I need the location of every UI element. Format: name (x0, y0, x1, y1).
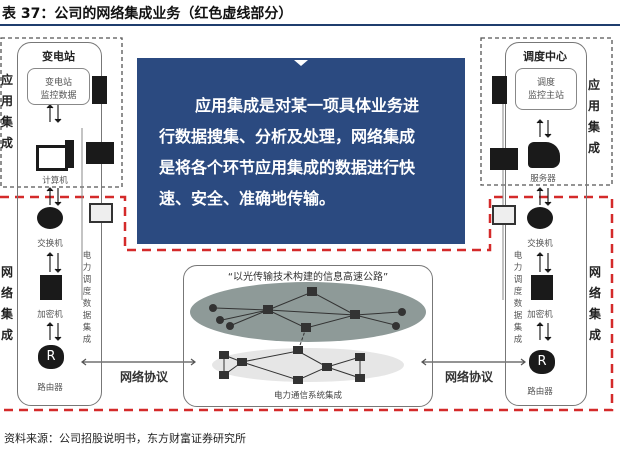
right-encryptor-label: 加密机 (527, 310, 553, 320)
left-app-label: 应用集成 (0, 73, 13, 150)
document-icon (492, 76, 507, 104)
description-line3: 是将各个环节应用集成的数据进行快 (159, 158, 416, 177)
computer-tower-icon (65, 140, 74, 168)
description-line2: 行数据搜集、分析及处理，网络集成 (159, 127, 416, 146)
mail-icon (490, 148, 518, 170)
mail-icon (86, 142, 114, 164)
document-icon (92, 76, 107, 104)
figure-title: 表 37：公司的网络集成业务（红色虚线部分） (2, 6, 293, 22)
left-router-label: 路由器 (37, 383, 63, 393)
right-app-label: 应用集成 (587, 78, 600, 155)
right-net-label: 网络集成 (588, 265, 601, 342)
left-protocol-label: 网络协议 (120, 370, 169, 384)
package-icon (492, 205, 516, 225)
right-monitor-box: 调度监控主站 (515, 68, 577, 110)
description-line4: 速、安全、准确地传输。 (159, 189, 336, 208)
left-app-dashed-box (0, 37, 123, 188)
left-switch-label: 交换机 (37, 239, 63, 249)
protocol-arrows (81, 358, 526, 366)
title-rule (0, 24, 620, 26)
package-icon (89, 203, 113, 223)
right-box-line2: 监控主站 (527, 91, 564, 101)
left-computer-label: 计算机 (42, 176, 68, 186)
router-icon: R (529, 350, 555, 374)
left-station-title: 变电站 (42, 50, 75, 63)
center-title: “以光传输技术构建的信息高速公路” (227, 272, 389, 283)
right-side-label: 电力调度数据集成 (513, 251, 523, 345)
right-switch-label: 交换机 (527, 239, 553, 249)
left-station-box (17, 42, 102, 406)
diagram-lines (0, 37, 614, 412)
right-server-label: 服务器 (530, 174, 556, 184)
computer-icon (36, 145, 68, 171)
router-icon: R (38, 345, 64, 369)
left-box-line2: 监控数据 (40, 91, 77, 101)
left-net-label: 网络集成 (0, 265, 13, 342)
left-encryptor-label: 加密机 (37, 310, 63, 320)
description-box: 应用集成是对某一项具体业务进 行数据搜集、分析及处理，网络集成 是将各个环节应用… (137, 58, 465, 244)
switch-icon (37, 207, 63, 229)
server-cloud-icon (528, 142, 560, 168)
description-line1: 应用集成是对某一项具体业务进 (195, 96, 420, 115)
center-network-box (183, 265, 433, 407)
left-monitor-box: 变电站监控数据 (27, 68, 90, 105)
notch-triangle (294, 60, 308, 66)
left-side-label: 电力调度数据集成 (82, 251, 92, 345)
center-caption: 电力通信系统集成 (273, 391, 342, 401)
switch-icon (527, 207, 553, 229)
encryptor-icon (40, 275, 62, 300)
right-router-label: 路由器 (527, 387, 553, 397)
source-footer: 资料来源：公司招股说明书，东方财富证券研究所 (4, 432, 246, 445)
right-station-title: 调度中心 (523, 50, 567, 63)
network-nodes (209, 287, 406, 384)
left-box-line1: 变电站 (44, 78, 72, 88)
right-app-dashed-box (480, 37, 613, 186)
arrows (46, 104, 552, 341)
encryptor-icon (531, 275, 553, 300)
right-box-line1: 调度 (536, 78, 555, 88)
right-protocol-label: 网络协议 (445, 370, 494, 384)
